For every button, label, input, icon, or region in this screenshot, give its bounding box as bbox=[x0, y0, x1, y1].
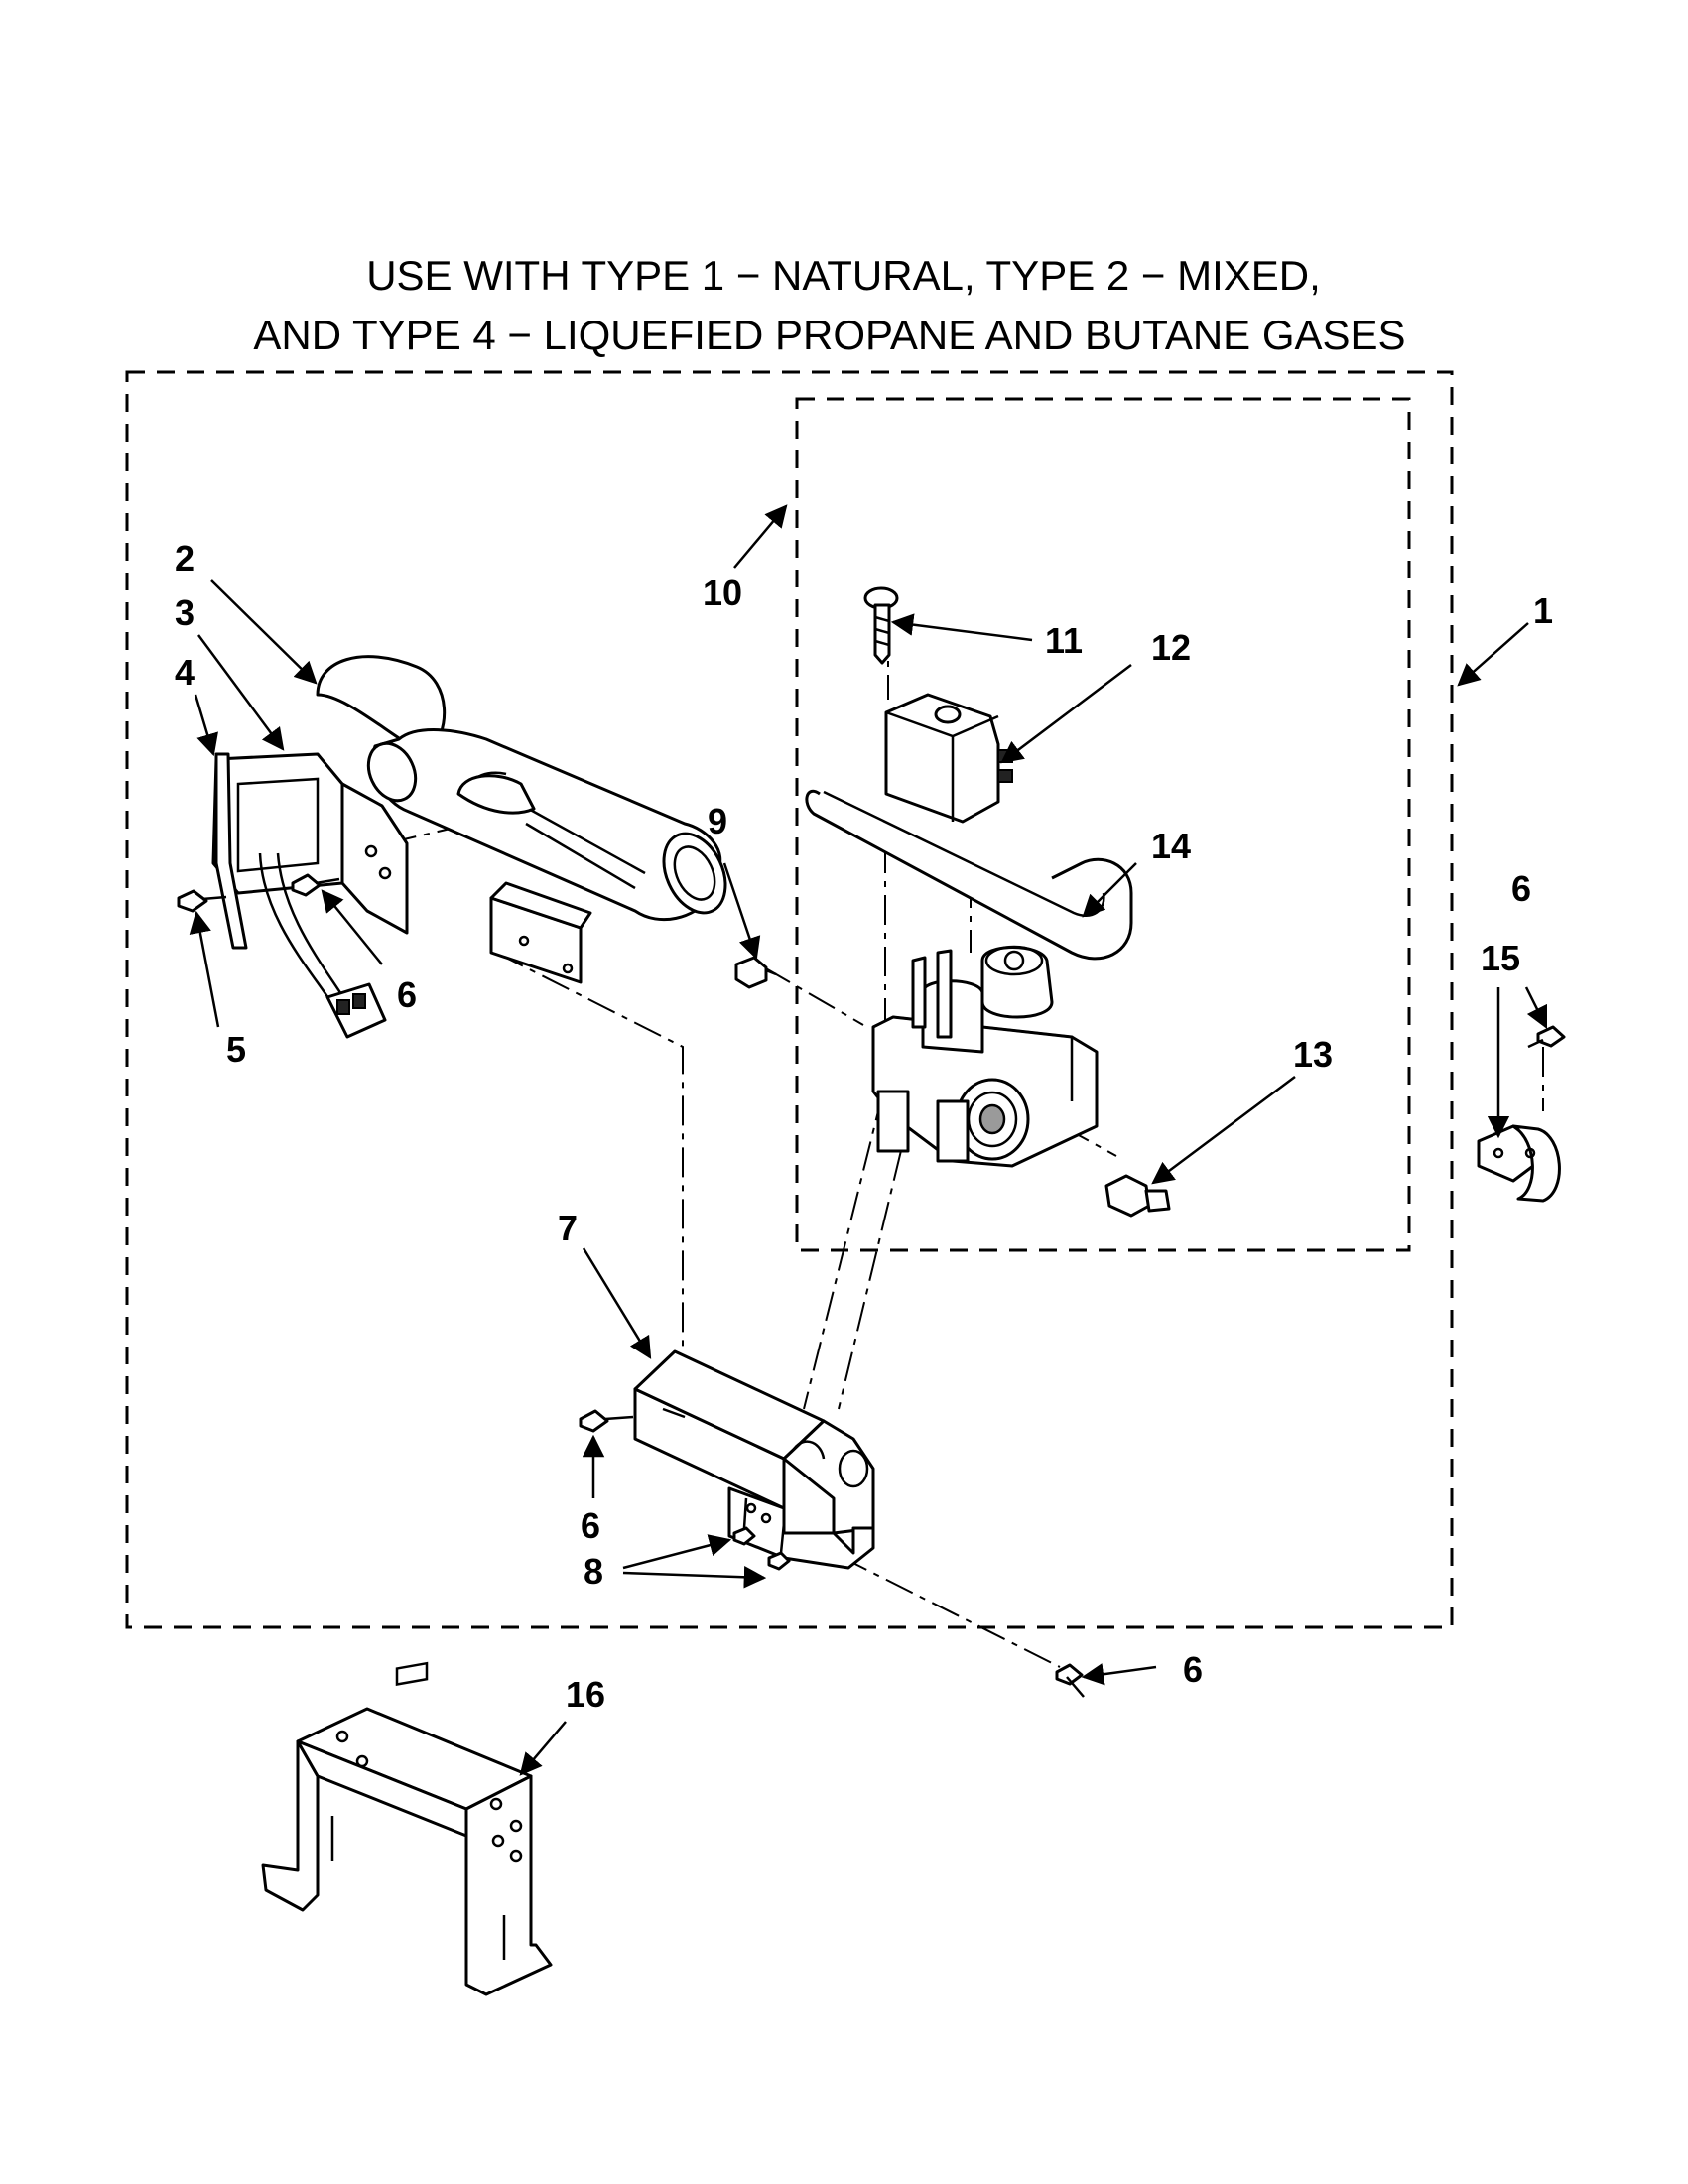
callout-6-bottom: 6 bbox=[1183, 1649, 1203, 1690]
burner-tube bbox=[316, 655, 727, 922]
screw-6-right bbox=[1527, 1025, 1566, 1049]
callout-6-right: 6 bbox=[1511, 868, 1531, 909]
callout-9: 9 bbox=[708, 801, 727, 841]
callout-13: 13 bbox=[1293, 1034, 1333, 1075]
screw-5 bbox=[177, 889, 227, 913]
screw-6-bottom bbox=[1055, 1663, 1085, 1698]
callout-12: 12 bbox=[1151, 627, 1191, 668]
orifice bbox=[734, 956, 777, 989]
igniter-bracket bbox=[211, 752, 409, 950]
igniter bbox=[258, 852, 387, 1039]
base-bracket bbox=[261, 1661, 553, 1996]
callout-6-bracket: 6 bbox=[581, 1505, 600, 1546]
callout-6-left: 6 bbox=[397, 974, 417, 1015]
valve-coil bbox=[884, 693, 1013, 824]
callout-2: 2 bbox=[175, 538, 195, 578]
tube-clamp bbox=[1477, 1124, 1561, 1203]
diagram-title-line-1: USE WITH TYPE 1 − NATURAL, TYPE 2 − MIXE… bbox=[366, 252, 1321, 299]
callout-1: 1 bbox=[1533, 590, 1553, 631]
inlet-fitting bbox=[1104, 1174, 1171, 1218]
burner-mount-bracket bbox=[489, 881, 592, 984]
callout-14: 14 bbox=[1151, 826, 1191, 866]
valve-bracket bbox=[633, 1349, 875, 1570]
callout-15: 15 bbox=[1481, 938, 1520, 978]
screw-6-bracket bbox=[579, 1409, 634, 1433]
assembly-boundary bbox=[125, 370, 1454, 1629]
leader-lines bbox=[189, 504, 1548, 1776]
callout-10: 10 bbox=[703, 573, 742, 613]
callout-3: 3 bbox=[175, 592, 195, 633]
diagram-title-line-2: AND TYPE 4 − LIQUEFIED PROPANE AND BUTAN… bbox=[253, 312, 1405, 358]
screw-11 bbox=[863, 586, 899, 665]
screw-6-left bbox=[291, 873, 340, 897]
callout-4: 4 bbox=[175, 652, 195, 693]
callout-11: 11 bbox=[1045, 620, 1083, 661]
valve-body bbox=[805, 790, 1133, 1168]
callout-16: 16 bbox=[566, 1674, 605, 1715]
callout-7: 7 bbox=[558, 1208, 578, 1248]
valve-assembly-boundary bbox=[795, 397, 1411, 1252]
screws-8 bbox=[732, 1497, 791, 1571]
callout-8: 8 bbox=[584, 1551, 603, 1592]
callout-5: 5 bbox=[226, 1029, 246, 1070]
